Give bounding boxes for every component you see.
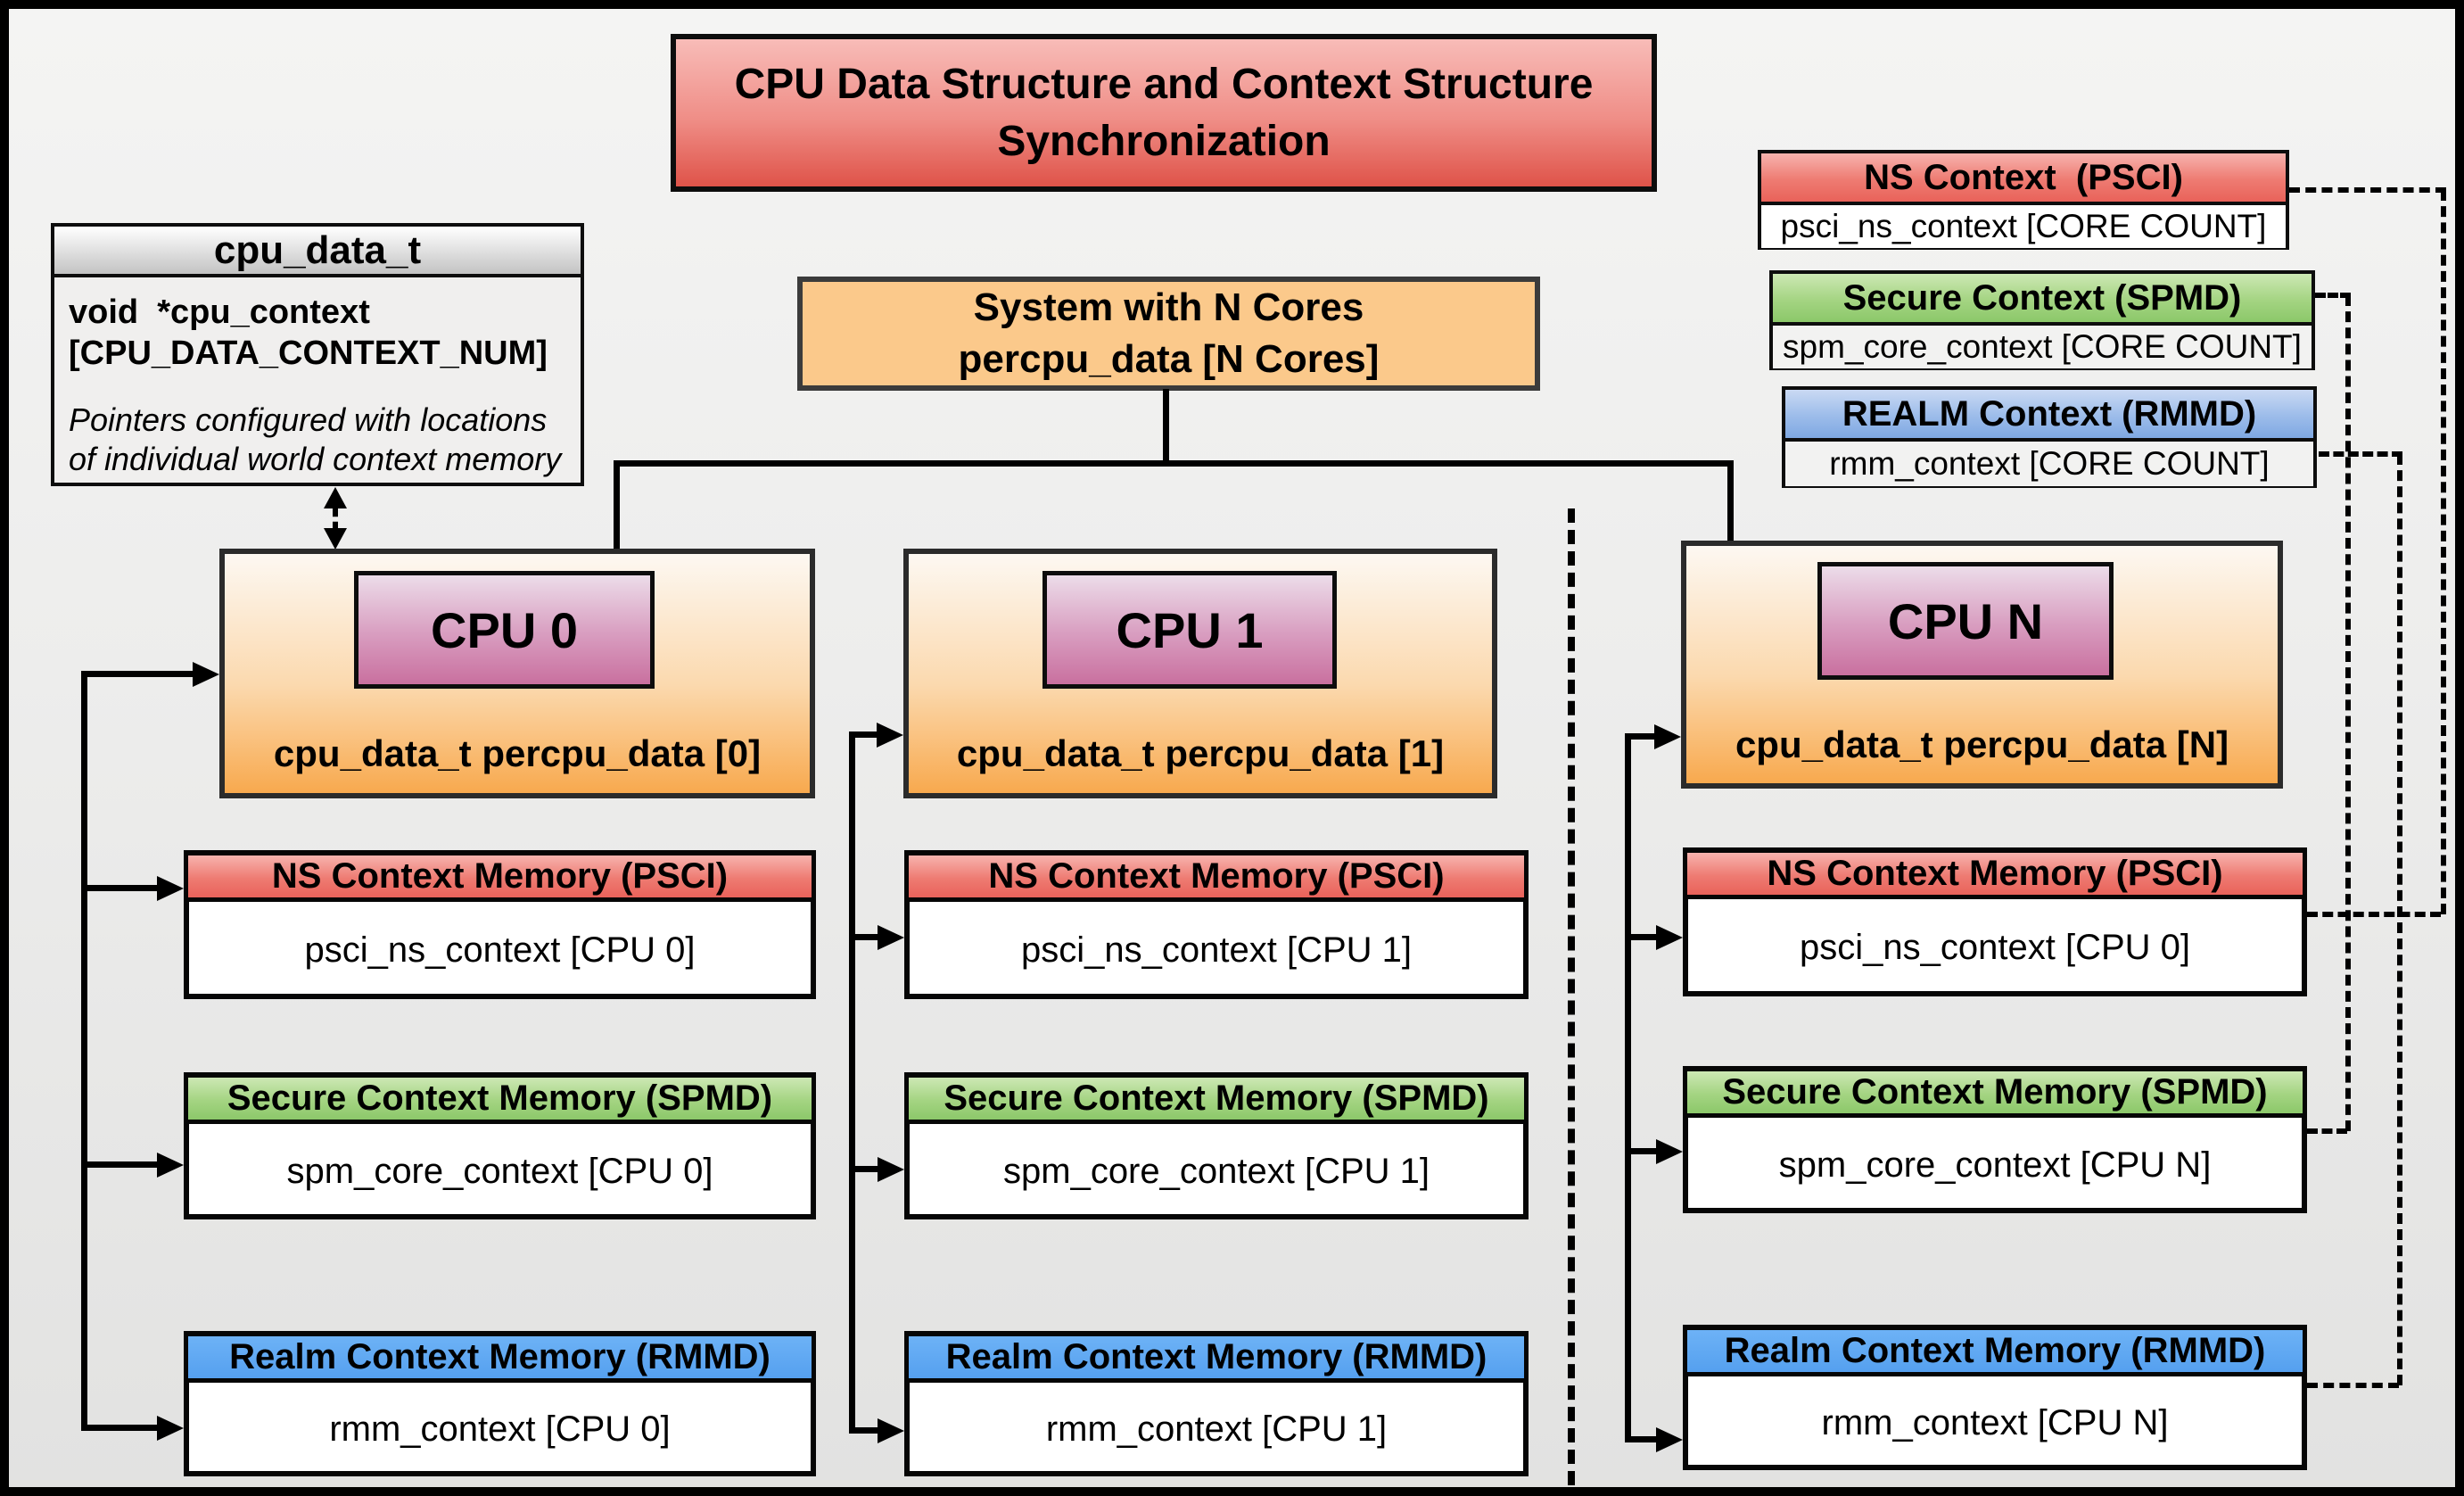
legend-realm-context-box: REALM Context (RMMD) rmm_context [CORE C… bbox=[1782, 386, 2317, 488]
arrow-into-cpu-n-secure bbox=[1656, 1139, 1683, 1164]
cpu-n-realm-memory-box: Realm Context Memory (RMMD) rmm_context … bbox=[1683, 1325, 2307, 1470]
arrow-up-head bbox=[324, 487, 347, 508]
legend-secure-dashed-horizontal-bottom bbox=[2307, 1128, 2347, 1134]
cpu-0-realm-memory-box: Realm Context Memory (RMMD) rmm_context … bbox=[184, 1331, 816, 1476]
legend-ns-dashed-horizontal-bottom bbox=[2307, 912, 2441, 917]
legend-secure-body: spm_core_context [CORE COUNT] bbox=[1773, 326, 2312, 368]
cpu-data-t-box: cpu_data_t void *cpu_context [CPU_DATA_C… bbox=[51, 223, 584, 486]
cpu-n-realm-stub bbox=[1625, 1436, 1656, 1442]
realm-memory-body: rmm_context [CPU 0] bbox=[189, 1387, 811, 1471]
arrow-into-cpu-0-realm bbox=[157, 1416, 184, 1441]
arrow-into-cpu-n bbox=[1654, 724, 1681, 749]
cpu-1-ns-memory-box: NS Context Memory (PSCI) psci_ns_context… bbox=[904, 850, 1529, 999]
legend-realm-dashed-vertical bbox=[2397, 454, 2402, 1385]
cpu-n-secure-stub bbox=[1625, 1148, 1656, 1154]
cpu-data-t-header: cpu_data_t bbox=[54, 227, 581, 277]
legend-ns-dashed-horizontal-top bbox=[2289, 187, 2446, 193]
field-void-cpu-context: void *cpu_context bbox=[69, 293, 370, 331]
column-divider-dashed-line bbox=[1568, 508, 1575, 1485]
realm-memory-body: rmm_context [CPU N] bbox=[1688, 1381, 2302, 1465]
cpu-1-secure-memory-box: Secure Context Memory (SPMD) spm_core_co… bbox=[904, 1072, 1529, 1219]
ns-memory-header: NS Context Memory (PSCI) bbox=[188, 855, 812, 902]
ns-memory-header: NS Context Memory (PSCI) bbox=[1687, 853, 2303, 899]
system-line-2: percpu_data [N Cores] bbox=[958, 337, 1380, 381]
system-box: System with N Cores percpu_data [N Cores… bbox=[797, 277, 1540, 391]
cpu-n-sublabel: cpu_data_t percpu_data [N] bbox=[1735, 723, 2229, 765]
cpu-n-connector-vertical bbox=[1625, 733, 1631, 1442]
arrow-into-cpu-1-secure bbox=[878, 1157, 904, 1182]
ns-memory-header: NS Context Memory (PSCI) bbox=[909, 855, 1524, 902]
realm-memory-header: Realm Context Memory (RMMD) bbox=[909, 1336, 1524, 1383]
system-line-1: System with N Cores bbox=[973, 285, 1364, 329]
arrow-into-cpu-0 bbox=[193, 662, 219, 687]
cpu-0-ns-memory-box: NS Context Memory (PSCI) psci_ns_context… bbox=[184, 850, 816, 999]
cpu-1-label-box: CPU 1 bbox=[1042, 571, 1337, 689]
cpu-0-sublabel: cpu_data_t percpu_data [0] bbox=[273, 732, 762, 774]
cpu-0-realm-stub bbox=[81, 1425, 157, 1431]
legend-secure-context-box: Secure Context (SPMD) spm_core_context [… bbox=[1769, 270, 2315, 370]
legend-ns-context-box: NS Context (PSCI) psci_ns_context [CORE … bbox=[1758, 150, 2289, 250]
arrow-into-cpu-0-secure bbox=[157, 1153, 184, 1178]
legend-ns-header: NS Context (PSCI) bbox=[1761, 153, 2286, 205]
secure-memory-body: spm_core_context [CPU N] bbox=[1688, 1122, 2302, 1208]
cpu-n-ns-memory-box: NS Context Memory (PSCI) psci_ns_context… bbox=[1683, 847, 2307, 996]
cpu-1-connector-vertical bbox=[849, 731, 855, 1434]
cpu-0-connector-stub bbox=[81, 671, 193, 677]
cpu-0-secure-stub bbox=[81, 1161, 157, 1168]
cpu-0-label-box: CPU 0 bbox=[354, 571, 655, 689]
secure-memory-body: spm_core_context [CPU 0] bbox=[189, 1128, 811, 1214]
cpu-1-secure-stub bbox=[849, 1166, 878, 1172]
cpu-n-secure-memory-box: Secure Context Memory (SPMD) spm_core_co… bbox=[1683, 1066, 2307, 1213]
legend-realm-dashed-horizontal-bottom bbox=[2307, 1383, 2399, 1388]
cpu-0-secure-memory-box: Secure Context Memory (SPMD) spm_core_co… bbox=[184, 1072, 816, 1219]
ns-memory-body: psci_ns_context [CPU 0] bbox=[189, 906, 811, 994]
connector-trunk-horizontal bbox=[614, 460, 1734, 467]
realm-memory-body: rmm_context [CPU 1] bbox=[910, 1387, 1523, 1471]
cpu-n-label-box: CPU N bbox=[1817, 562, 2114, 680]
cpu-1-sublabel: cpu_data_t percpu_data [1] bbox=[956, 732, 1445, 774]
cpu-1-ns-stub bbox=[849, 934, 878, 940]
dashed-double-arrow-line bbox=[333, 507, 338, 532]
title-box: CPU Data Structure and Context Structure… bbox=[671, 34, 1657, 192]
cpu-n-ns-stub bbox=[1625, 934, 1656, 940]
cpu-1-realm-stub bbox=[849, 1427, 878, 1434]
legend-realm-dashed-horizontal-top bbox=[2319, 451, 2402, 457]
connector-trunk-to-cpu0 bbox=[614, 460, 620, 550]
connector-trunk-to-cpun bbox=[1727, 460, 1734, 542]
connector-system-vertical bbox=[1163, 389, 1169, 466]
arrow-into-cpu-1-ns bbox=[878, 925, 904, 950]
pointer-note-line-1: Pointers configured with locations bbox=[69, 401, 548, 438]
arrow-into-cpu-1-realm bbox=[878, 1418, 904, 1443]
title-line-2: Synchronization bbox=[997, 117, 1331, 165]
legend-secure-dashed-horizontal-top bbox=[2315, 293, 2351, 298]
cpu-1-realm-memory-box: Realm Context Memory (RMMD) rmm_context … bbox=[904, 1331, 1529, 1476]
legend-realm-header: REALM Context (RMMD) bbox=[1785, 390, 2313, 442]
title-line-1: CPU Data Structure and Context Structure bbox=[734, 60, 1594, 108]
arrow-into-cpu-n-ns bbox=[1656, 925, 1683, 950]
cpu-n-connector-stub bbox=[1625, 733, 1654, 740]
secure-memory-header: Secure Context Memory (SPMD) bbox=[909, 1078, 1524, 1124]
legend-realm-body: rmm_context [CORE COUNT] bbox=[1785, 442, 2313, 486]
pointer-note-line-2: of individual world context memory bbox=[69, 441, 562, 477]
legend-secure-dashed-vertical bbox=[2345, 295, 2351, 1131]
arrow-into-cpu-n-realm bbox=[1656, 1427, 1683, 1452]
realm-memory-header: Realm Context Memory (RMMD) bbox=[188, 1336, 812, 1383]
ns-memory-body: psci_ns_context [CPU 1] bbox=[910, 906, 1523, 994]
legend-ns-body: psci_ns_context [CORE COUNT] bbox=[1761, 205, 2286, 248]
cpu-1-connector-stub bbox=[849, 731, 877, 738]
arrow-down-head bbox=[324, 528, 347, 550]
legend-secure-header: Secure Context (SPMD) bbox=[1773, 274, 2312, 326]
realm-memory-header: Realm Context Memory (RMMD) bbox=[1687, 1330, 2303, 1376]
secure-memory-body: spm_core_context [CPU 1] bbox=[910, 1128, 1523, 1214]
cpu-0-connector-vertical bbox=[81, 671, 87, 1431]
ns-memory-body: psci_ns_context [CPU 0] bbox=[1688, 904, 2302, 991]
cpu-0-ns-stub bbox=[81, 885, 157, 891]
field-cpu-data-context-num: [CPU_DATA_CONTEXT_NUM] bbox=[69, 335, 548, 372]
arrow-into-cpu-1 bbox=[877, 723, 903, 748]
secure-memory-header: Secure Context Memory (SPMD) bbox=[188, 1078, 812, 1124]
legend-ns-dashed-vertical bbox=[2441, 190, 2446, 914]
cpu-data-t-body: void *cpu_context [CPU_DATA_CONTEXT_NUM]… bbox=[54, 281, 581, 483]
secure-memory-header: Secure Context Memory (SPMD) bbox=[1687, 1071, 2303, 1118]
arrow-into-cpu-0-ns bbox=[157, 876, 184, 901]
